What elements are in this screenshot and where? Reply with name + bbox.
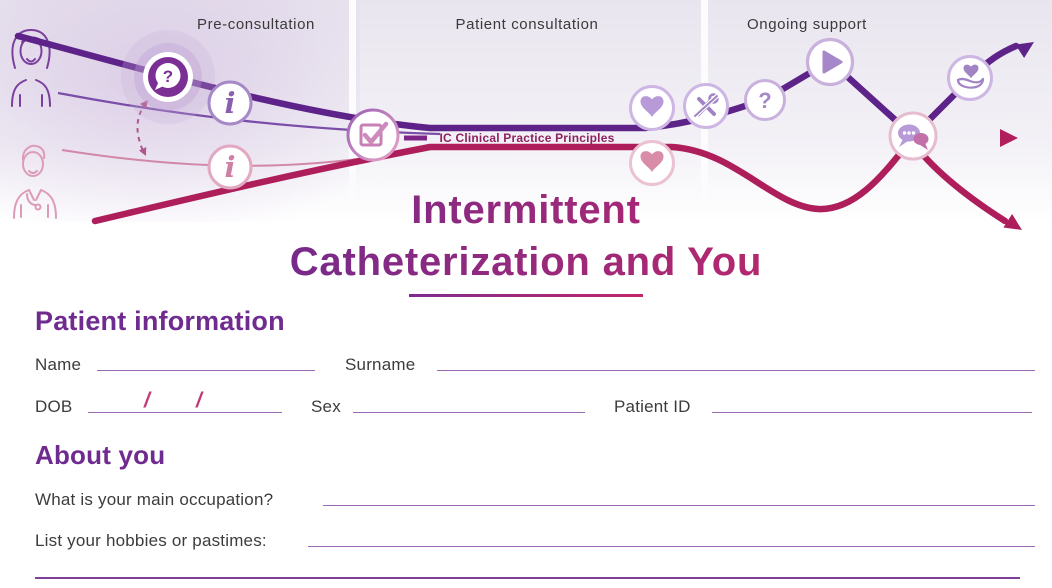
heart-icon-purple xyxy=(629,85,675,131)
exchange-dashed-arrow xyxy=(136,100,148,156)
purple-arrowhead xyxy=(1015,42,1034,58)
dob-field-line[interactable] xyxy=(88,412,282,413)
document-title: Intermittent Catheterization and You xyxy=(0,184,1052,288)
phase-label-patient-consultation: Patient consultation xyxy=(456,16,599,33)
info-icon-clinician: i xyxy=(207,144,253,190)
principles-band-label: IC Clinical Practice Principles xyxy=(440,131,615,145)
patient-id-label: Patient ID xyxy=(614,397,691,416)
svg-text:i: i xyxy=(224,86,235,120)
patient-id-field-line[interactable] xyxy=(712,412,1032,413)
svg-text:i: i xyxy=(224,150,235,184)
journey-banner: Pre-consultation Patient consultation On… xyxy=(0,0,1052,234)
checklist-icon xyxy=(346,108,400,162)
clinician-icon xyxy=(13,144,57,219)
surname-field-line[interactable] xyxy=(437,370,1035,371)
hobbies-question-label: List your hobbies or pastimes: xyxy=(35,531,267,550)
name-label: Name xyxy=(35,355,82,374)
occupation-field-line[interactable] xyxy=(323,505,1035,506)
dob-slash-1: / xyxy=(144,389,150,412)
patient-information-heading: Patient information xyxy=(35,306,285,336)
dob-slash-2: / xyxy=(196,389,202,412)
support-question-icon: ? xyxy=(744,79,786,121)
sex-label: Sex xyxy=(311,397,341,416)
title-line-1: Intermittent xyxy=(411,188,641,232)
chat-icon xyxy=(888,111,938,161)
title-line-2: Catheterization and You xyxy=(289,240,763,284)
hobbies-continuation-line[interactable] xyxy=(35,577,1020,579)
dob-label: DOB xyxy=(35,397,73,416)
phase-label-ongoing-support: Ongoing support xyxy=(747,16,867,33)
panel-divider-1 xyxy=(349,0,356,215)
question-bubble-icon: ? xyxy=(121,30,215,124)
heart-icon-pink xyxy=(629,140,675,186)
hand-heart-icon xyxy=(947,55,993,101)
svg-text:?: ? xyxy=(758,88,771,113)
info-icon-patient: i xyxy=(207,80,253,126)
play-icon xyxy=(805,37,855,87)
svg-text:?: ? xyxy=(163,67,173,86)
name-field-line[interactable] xyxy=(97,370,315,371)
surname-label: Surname xyxy=(345,355,416,374)
about-you-heading: About you xyxy=(35,440,166,470)
phase-label-pre-consultation: Pre-consultation xyxy=(197,16,315,33)
title-underline xyxy=(409,294,643,297)
banner-left-tint xyxy=(0,0,360,222)
no-tools-icon xyxy=(683,83,729,129)
sex-field-line[interactable] xyxy=(353,412,585,413)
hobbies-field-line[interactable] xyxy=(308,546,1035,547)
magenta-arrowhead xyxy=(1000,129,1018,147)
occupation-question-label: What is your main occupation? xyxy=(35,490,274,509)
crimson-arrowhead xyxy=(1003,214,1022,230)
